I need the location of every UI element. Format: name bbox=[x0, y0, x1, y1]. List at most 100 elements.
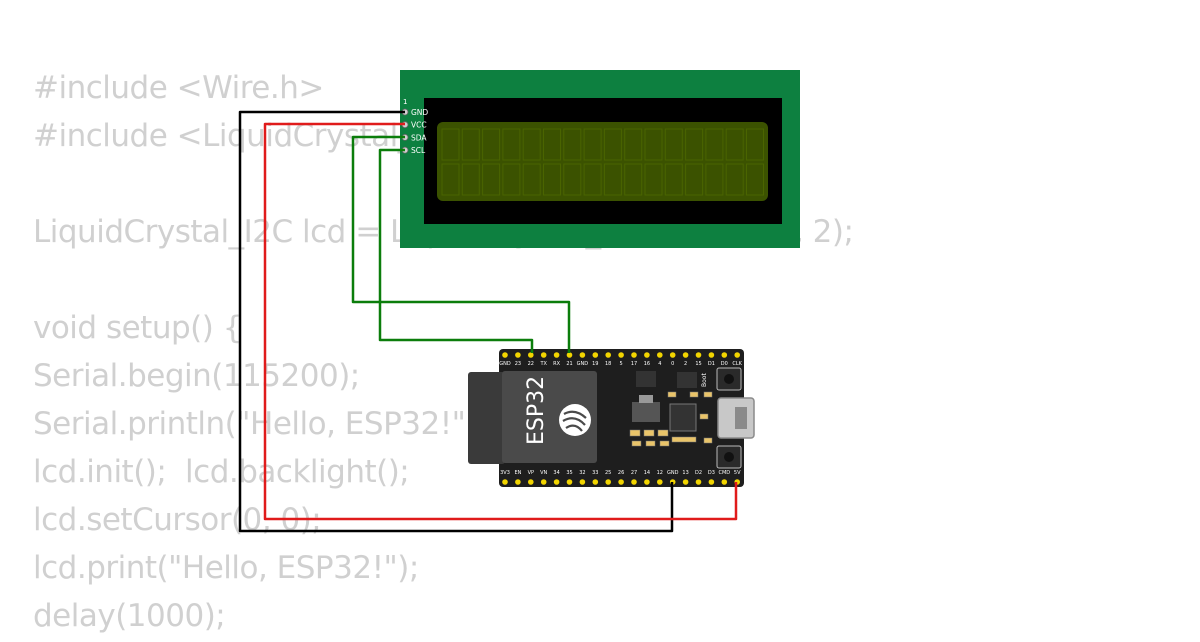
esp32-pin-26[interactable] bbox=[618, 479, 624, 485]
lcd-char-cell bbox=[725, 163, 744, 196]
esp32-pin-21[interactable] bbox=[566, 352, 573, 358]
esp32-pin-label: GND bbox=[577, 361, 589, 367]
boot-button-label: Boot bbox=[701, 373, 708, 387]
esp32-pin-gnd[interactable] bbox=[502, 352, 508, 358]
esp32-pin-34[interactable] bbox=[553, 479, 560, 485]
smd-component-icon bbox=[671, 436, 697, 443]
esp32-pin-label: D0 bbox=[721, 361, 728, 367]
esp32-pin-vn[interactable] bbox=[540, 479, 547, 485]
lcd-char-cell bbox=[685, 163, 704, 196]
lcd-char-cell bbox=[563, 163, 582, 196]
esp32-pin-d1[interactable] bbox=[708, 352, 715, 358]
esp32-pin-d2[interactable] bbox=[695, 479, 702, 485]
code-line: #include <Wire.h> bbox=[33, 70, 324, 106]
esp32-pin-19[interactable] bbox=[592, 352, 599, 358]
esp32-pin-33[interactable] bbox=[592, 479, 599, 485]
esp32-pin-rx[interactable] bbox=[553, 352, 560, 358]
smd-component-icon bbox=[703, 437, 713, 444]
esp32-pin-label: 26 bbox=[618, 470, 624, 476]
lcd-char-cell bbox=[522, 163, 541, 196]
lcd-char-cell bbox=[461, 163, 480, 196]
lcd-char-cell bbox=[705, 128, 724, 161]
esp32-pin-label: 18 bbox=[605, 361, 611, 367]
esp32-pin-label: 3V3 bbox=[500, 470, 510, 476]
code-line: Serial.begin(115200); bbox=[33, 358, 360, 394]
esp32-pin-label: 22 bbox=[528, 361, 534, 367]
lcd-char-cell bbox=[644, 163, 663, 196]
lcd-char-cell bbox=[543, 163, 561, 196]
smd-component-icon bbox=[629, 429, 641, 437]
lcd-screen bbox=[437, 122, 768, 201]
esp32-pin-18[interactable] bbox=[605, 352, 611, 358]
esp32-pin-17[interactable] bbox=[631, 352, 637, 358]
esp32-pin-13[interactable] bbox=[682, 479, 689, 485]
esp32-pin-32[interactable] bbox=[579, 479, 586, 485]
esp32-pin-3v3[interactable] bbox=[502, 479, 508, 485]
esp32-pin-tx[interactable] bbox=[540, 352, 547, 358]
wire-sda[interactable] bbox=[351, 135, 571, 353]
smd-component-icon bbox=[643, 429, 655, 437]
espressif-logo-icon bbox=[559, 404, 591, 436]
esp32-pin-16[interactable] bbox=[644, 352, 650, 358]
lcd-char-cell bbox=[624, 128, 643, 161]
esp32-module-label: ESP32 bbox=[524, 376, 549, 445]
lcd-char-cell bbox=[746, 163, 764, 196]
esp32-pin-d3[interactable] bbox=[708, 479, 715, 485]
esp32-pin-clk[interactable] bbox=[734, 352, 740, 358]
lcd-pin-label: SDA bbox=[411, 133, 427, 142]
esp32-pin-label: GND bbox=[667, 470, 679, 476]
wire-gnd[interactable] bbox=[238, 110, 674, 533]
esp32-pin-gnd[interactable] bbox=[579, 352, 586, 358]
transistor-icon bbox=[677, 372, 697, 388]
lcd-pin-one-label: 1 bbox=[403, 98, 407, 106]
esp32-pin-vp[interactable] bbox=[528, 479, 534, 485]
esp32-pin-14[interactable] bbox=[644, 479, 650, 485]
micro-usb-slot bbox=[735, 407, 747, 429]
code-line: lcd.init(); lcd.backlight(); bbox=[33, 454, 410, 490]
esp32-pin-27[interactable] bbox=[631, 479, 637, 485]
esp32-pin-5[interactable] bbox=[618, 352, 624, 358]
esp32-pin-label: GND bbox=[499, 361, 511, 367]
lcd-char-cell bbox=[705, 163, 724, 196]
lcd-char-cell bbox=[603, 163, 622, 196]
esp32-pin-label: 4 bbox=[658, 361, 661, 367]
lcd-pin-label: GND bbox=[411, 108, 428, 117]
esp32-shield bbox=[502, 371, 597, 463]
smd-component-icon bbox=[659, 440, 670, 447]
esp32-pin-label: RX bbox=[553, 361, 560, 367]
regulator-icon bbox=[632, 402, 660, 422]
esp32-pin-label: 19 bbox=[592, 361, 598, 367]
esp32-pin-22[interactable] bbox=[528, 352, 534, 358]
en-button-cap[interactable] bbox=[724, 452, 734, 462]
esp32-pin-35[interactable] bbox=[566, 479, 573, 485]
esp32-pin-2[interactable] bbox=[682, 352, 689, 358]
wire-scl[interactable] bbox=[378, 148, 534, 353]
esp32-pin-12[interactable] bbox=[657, 479, 663, 485]
wifi-antenna bbox=[468, 372, 505, 464]
lcd-char-cell bbox=[482, 128, 501, 161]
esp32-pin-label: 0 bbox=[671, 361, 674, 367]
esp32-pin-4[interactable] bbox=[657, 352, 663, 358]
esp32-pin-label: 5V bbox=[734, 470, 741, 476]
transistor-icon bbox=[636, 371, 656, 387]
wire-vcc[interactable] bbox=[263, 122, 738, 521]
lcd-char-cell bbox=[664, 163, 683, 196]
esp32-pin-label: EN bbox=[514, 470, 521, 476]
esp32-pin-label: 27 bbox=[631, 470, 637, 476]
esp32-pin-label: 13 bbox=[682, 470, 688, 476]
esp32-pin-0[interactable] bbox=[669, 352, 676, 358]
esp32-pin-15[interactable] bbox=[695, 352, 702, 358]
esp32-pin-25[interactable] bbox=[605, 479, 611, 485]
boot-button-cap[interactable] bbox=[724, 374, 734, 384]
esp32-pin-d0[interactable] bbox=[721, 352, 728, 358]
smd-component-icon bbox=[667, 391, 677, 398]
esp32-pin-23[interactable] bbox=[515, 352, 521, 358]
lcd-char-cell bbox=[461, 128, 480, 161]
lcd-char-cell bbox=[664, 128, 683, 161]
esp32-pin-en[interactable] bbox=[515, 479, 521, 485]
code-line: Serial.println("Hello, ESP32!"); bbox=[33, 406, 487, 442]
esp32-pin-cmd[interactable] bbox=[721, 479, 728, 485]
